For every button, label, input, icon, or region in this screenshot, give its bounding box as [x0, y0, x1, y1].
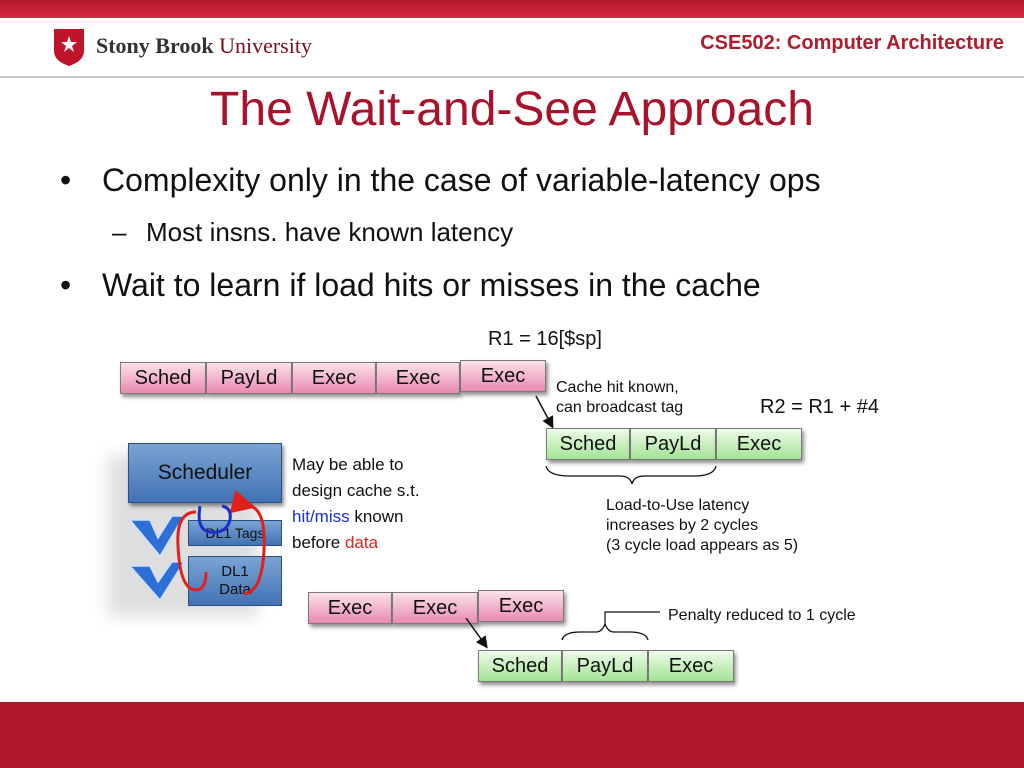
row1-sched-stage: Sched — [120, 362, 206, 394]
latency-brace — [545, 465, 717, 485]
row4-payld-stage: PayLd — [562, 650, 648, 682]
data-text: data — [344, 533, 379, 552]
penalty-leader-line — [604, 611, 660, 624]
dl1-data-line: Data — [219, 581, 251, 598]
note-line: hit/miss known — [292, 504, 420, 530]
hit-broadcast-arrow — [535, 395, 554, 429]
dash-icon: – — [112, 217, 127, 247]
row3-exec-stage: Exec — [392, 592, 478, 624]
university-logo-text: Stony Brook University — [96, 33, 312, 59]
note-line: Cache hit known, — [556, 379, 679, 396]
known-text: known — [349, 507, 404, 526]
bullet-2-text: Wait to learn if load hits or misses in … — [102, 267, 761, 303]
row1-exec-stage: Exec — [292, 362, 376, 394]
note-line: (3 cycle load appears as 5) — [606, 537, 799, 554]
check-icon — [128, 561, 186, 602]
note-line: increases by 2 cycles — [606, 517, 759, 534]
scheduler-block: Scheduler — [128, 443, 282, 503]
bullet-2: • Wait to learn if load hits or misses in… — [60, 267, 761, 304]
blue-feedback-loop — [197, 504, 232, 534]
header-divider — [0, 76, 1024, 78]
row1-exec-stage: Exec — [460, 360, 546, 392]
bullet-dot: • — [60, 267, 72, 303]
top-brand-bar — [0, 0, 1024, 18]
load-instruction-label: R1 = 16[$sp] — [488, 328, 602, 350]
dl1-tags-block: DL1 Tags — [188, 520, 282, 546]
row3-exec-stage: Exec — [308, 592, 392, 624]
course-title: CSE502: Computer Architecture — [700, 32, 1004, 54]
note-line: can broadcast tag — [556, 399, 684, 416]
bullet-dot: • — [60, 162, 72, 198]
note-line: before data — [292, 530, 420, 556]
logo-name: Stony Brook — [96, 33, 214, 58]
dl1-data-line: DL1 — [221, 563, 249, 580]
row1-payld-stage: PayLd — [206, 362, 292, 394]
latency-note: Load-to-Use latency increases by 2 cycle… — [606, 496, 798, 556]
penalty-brace — [561, 622, 649, 641]
row1-exec-stage: Exec — [376, 362, 460, 394]
sub-bullet-1-text: Most insns. have known latency — [146, 217, 514, 247]
row2-payld-stage: PayLd — [630, 428, 716, 460]
note-line: May be able to — [292, 455, 404, 474]
note-line: Load-to-Use latency — [606, 497, 750, 514]
note-line: design cache s.t. — [292, 481, 420, 500]
cache-hit-note: Cache hit known, can broadcast tag — [556, 378, 683, 418]
penalty-note: Penalty reduced to 1 cycle — [668, 607, 856, 624]
row4-exec-stage: Exec — [648, 650, 734, 682]
row2-sched-stage: Sched — [546, 428, 630, 460]
row3-exec-stage: Exec — [478, 590, 564, 622]
logo-suffix: University — [219, 33, 312, 58]
row4-sched-stage: Sched — [478, 650, 562, 682]
bullet-1: • Complexity only in the case of variable… — [60, 162, 821, 199]
row2-exec-stage: Exec — [716, 428, 802, 460]
bullet-1-text: Complexity only in the case of variable-… — [102, 162, 821, 198]
check-icon — [128, 515, 186, 558]
footer-bar — [0, 702, 1024, 768]
sub-bullet-1: –Most insns. have known latency — [112, 217, 513, 248]
before-text: before — [292, 533, 345, 552]
red-feedback-loop — [176, 510, 208, 592]
miss-replay-arrow — [465, 617, 488, 649]
hit-miss-text: hit/miss — [292, 507, 350, 526]
slide-title: The Wait-and-See Approach — [210, 83, 814, 136]
design-cache-note: May be able to design cache s.t. hit/mis… — [292, 452, 420, 556]
add-instruction-label: R2 = R1 + #4 — [760, 396, 879, 418]
university-shield-icon — [54, 29, 84, 66]
red-feedback-arrow — [229, 489, 266, 596]
